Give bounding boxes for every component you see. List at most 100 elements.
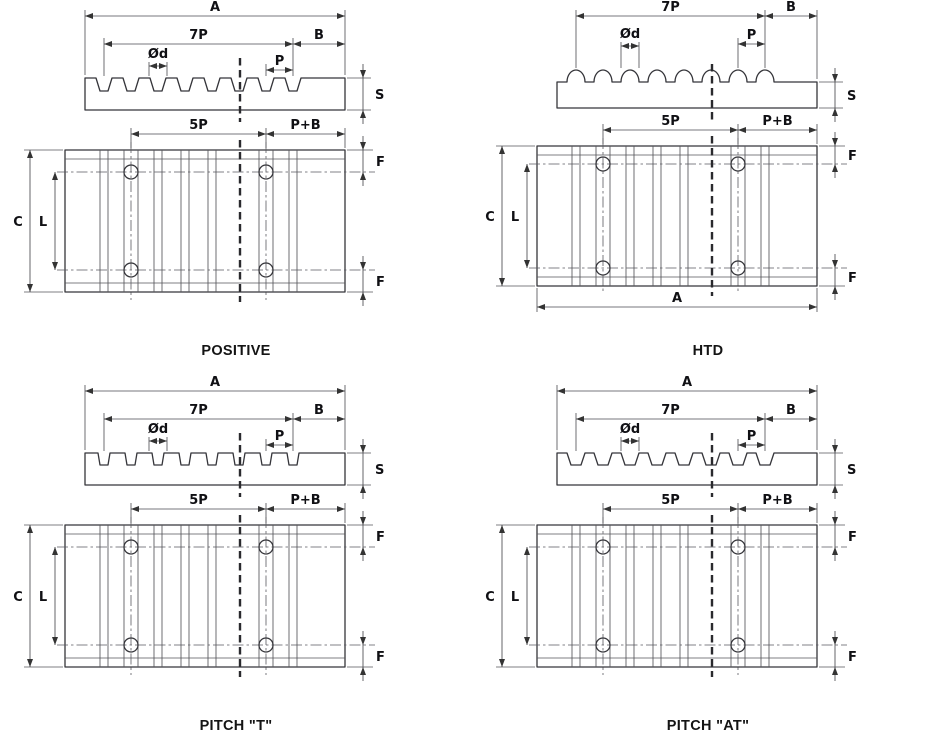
s-label: S xyxy=(375,463,384,478)
dim-arrowhead xyxy=(360,292,366,300)
p-label: P xyxy=(747,429,757,444)
dim-arrowhead xyxy=(832,667,838,675)
dim-arrowhead xyxy=(360,172,366,180)
dim-arrowhead xyxy=(757,416,765,422)
profile-outline xyxy=(556,452,818,486)
f-top-label: F xyxy=(848,530,857,545)
dim-arrowhead xyxy=(524,260,530,268)
dim-arrowhead xyxy=(765,416,773,422)
p-plus-b-label: P+B xyxy=(762,114,792,129)
screw-hole xyxy=(258,539,274,555)
dim-arrowhead xyxy=(285,416,293,422)
s-label: S xyxy=(847,463,856,478)
dim-arrowhead xyxy=(85,388,93,394)
dim-arrowhead xyxy=(27,150,33,158)
dim-arrowhead xyxy=(832,517,838,525)
dim-arrowhead xyxy=(499,525,505,533)
p-label: P xyxy=(747,28,757,43)
dim-arrowhead xyxy=(832,286,838,294)
dim-arrowhead xyxy=(360,262,366,270)
dia-label: Ød xyxy=(620,27,640,42)
f-bottom-label: F xyxy=(376,275,385,290)
dim-arrowhead xyxy=(832,138,838,146)
dim-arrowhead xyxy=(621,43,629,49)
dim-arrowhead xyxy=(337,131,345,137)
f-top-label: F xyxy=(376,155,385,170)
p-plus-b-label: P+B xyxy=(290,118,320,133)
dim-arrowhead xyxy=(738,127,746,133)
dim-arrowhead xyxy=(159,438,167,444)
dim-arrowhead xyxy=(360,667,366,675)
dim-arrowhead xyxy=(337,388,345,394)
dim-arrowhead xyxy=(524,637,530,645)
dim-arrowhead xyxy=(757,442,765,448)
b-label: B xyxy=(786,0,796,15)
dim-arrowhead xyxy=(499,659,505,667)
l-label: L xyxy=(39,590,47,605)
dim-arrowhead xyxy=(757,13,765,19)
dim-arrowhead xyxy=(738,506,746,512)
seven-p-label: 7P xyxy=(661,0,680,15)
f-top-label: F xyxy=(848,149,857,164)
dim-arrowhead xyxy=(337,13,345,19)
dim-arrowhead xyxy=(52,172,58,180)
seven-p-label: 7P xyxy=(189,28,208,43)
plan-outline xyxy=(536,145,818,287)
profile-outline xyxy=(556,69,818,109)
dim-arrowhead xyxy=(266,131,274,137)
dim-arrowhead xyxy=(360,517,366,525)
dim-arrowhead xyxy=(360,110,366,118)
dim-arrowhead xyxy=(832,547,838,555)
plan-outline xyxy=(536,524,818,668)
screw-hole xyxy=(730,156,746,172)
dim-arrowhead xyxy=(576,13,584,19)
dim-arrowhead xyxy=(266,506,274,512)
five-p-label: 5P xyxy=(661,114,680,129)
dim-arrowhead xyxy=(557,388,565,394)
dim-arrowhead xyxy=(27,525,33,533)
screw-hole xyxy=(730,539,746,555)
screw-hole xyxy=(730,637,746,653)
plan-outline xyxy=(64,149,346,293)
dim-arrowhead xyxy=(360,142,366,150)
dim-arrowhead xyxy=(576,416,584,422)
dim-arrowhead xyxy=(131,131,139,137)
s-label: S xyxy=(847,89,856,104)
dim-arrowhead xyxy=(285,67,293,73)
five-p-label: 5P xyxy=(189,118,208,133)
dim-arrowhead xyxy=(809,127,817,133)
l-label: L xyxy=(511,590,519,605)
p-plus-b-label: P+B xyxy=(290,493,320,508)
panel-title-htd: HTD xyxy=(692,343,724,359)
panel-title-positive: POSITIVE xyxy=(201,343,271,359)
dim-arrowhead xyxy=(52,637,58,645)
dim-arrowhead xyxy=(104,416,112,422)
p-label: P xyxy=(275,429,285,444)
dia-label: Ød xyxy=(148,422,168,437)
dim-arrowhead xyxy=(360,547,366,555)
screw-hole xyxy=(123,539,139,555)
c-label: C xyxy=(13,215,23,230)
dim-arrowhead xyxy=(809,388,817,394)
dim-arrowhead xyxy=(832,637,838,645)
screw-hole xyxy=(258,262,274,278)
dim-arrowhead xyxy=(337,416,345,422)
dim-arrowhead xyxy=(104,41,112,47)
dim-arrowhead xyxy=(809,416,817,422)
dia-label: Ød xyxy=(148,47,168,62)
a-top-label: A xyxy=(210,375,220,390)
dim-arrowhead xyxy=(832,108,838,116)
screw-hole xyxy=(595,637,611,653)
screw-hole xyxy=(258,164,274,180)
dim-arrowhead xyxy=(832,445,838,453)
dia-label: Ød xyxy=(620,422,640,437)
c-label: C xyxy=(485,590,495,605)
